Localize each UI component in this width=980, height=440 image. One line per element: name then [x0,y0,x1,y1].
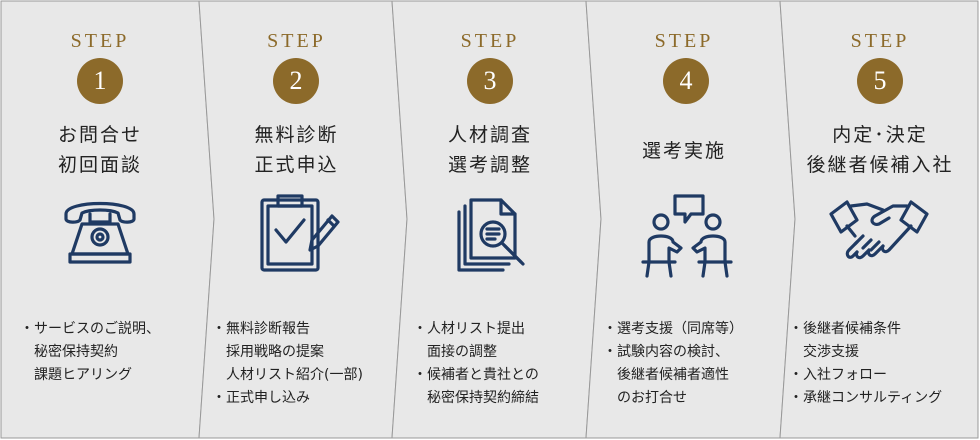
handshake-icon [829,200,929,260]
list-item: ・試験内容の検討、 [603,344,729,360]
step-number-badge: 1 [77,58,123,104]
step-2: STEP 2 無料診断 正式申込 ・無料診断報告 採用戦略の提案 人材リスト紹介… [200,0,393,440]
step-number-badge: 3 [467,58,513,104]
step-details: ・後継者候補条件 交渉支援 ・入社フォロー ・承継コンサルティング [789,318,942,410]
list-item: ・サービスのご説明、 [20,321,160,337]
list-item: 後継者候補者適性 [603,367,729,383]
document-search-icon [457,198,525,272]
step-title-line1: 内定･決定 [832,124,928,146]
list-item: のお打合せ [603,390,687,406]
step-title-line1: お問合せ [57,124,142,146]
step-5: STEP 5 内定･決定 後継者候補入社 ・後継者候補条件 交渉支援 ・ [781,0,979,440]
list-item: ・後継者候補条件 [789,321,901,337]
step-details: ・無料診断報告 採用戦略の提案 人材リスト紹介(一部) ・正式申し込み [212,318,363,410]
list-item: 課題ヒアリング [20,367,132,383]
list-item: 採用戦略の提案 [212,344,324,360]
list-item: ・入社フォロー [789,367,887,383]
list-item: 面接の調整 [413,344,497,360]
step-details: ・人材リスト提出 面接の調整 ・候補者と貴社との 秘密保持契約締結 [413,318,539,410]
step-label: STEP [654,30,714,52]
list-item: ・選考支援（同席等） [603,321,743,337]
step-title-line2: 後継者候補入社 [806,154,954,176]
step-title: お問合せ 初回面談 [0,120,200,180]
telephone-icon [64,201,136,264]
interview-icon [641,194,733,278]
step-title-line2: 初回面談 [57,154,142,176]
step-title-line2: 正式申込 [254,154,339,176]
step-details: ・選考支援（同席等） ・試験内容の検討、 後継者候補者適性 のお打合せ [603,318,743,410]
list-item: 秘密保持契約 [20,344,118,360]
step-title-line2: 選考調整 [447,154,532,176]
step-3: STEP 3 人材調査 選考調整 ・人材リスト提出 面接の調整 ・候補者と貴社と… [393,0,587,440]
step-number-badge: 2 [273,58,319,104]
list-item: 秘密保持契約締結 [413,390,539,406]
step-label: STEP [267,30,326,52]
step-details: ・サービスのご説明、 秘密保持契約 課題ヒアリング [20,318,160,387]
step-4: STEP 4 選考実施 ・選考支援（同席等） ・試験内容の検討、 後継者候補者適… [587,0,781,440]
step-title: 内定･決定 後継者候補入社 [781,120,979,180]
step-number-badge: 5 [857,58,903,104]
list-item: ・無料診断報告 [212,321,310,337]
list-item: ・承継コンサルティング [789,390,943,406]
step-label: STEP [850,30,910,52]
step-number-badge: 4 [663,58,709,104]
list-item: ・人材リスト提出 [413,321,525,337]
list-item: 人材リスト紹介(一部) [212,367,363,383]
step-title: 人材調査 選考調整 [393,120,587,180]
clipboard-check-icon [260,194,340,272]
list-item: ・候補者と貴社との [413,367,539,383]
step-title: 無料診断 正式申込 [200,120,393,180]
step-1: STEP 1 お問合せ 初回面談 ・サービスのご説明、 秘密保持契約 課題ヒアリ… [0,0,200,440]
step-title-line1: 人材調査 [447,124,532,146]
step-label: STEP [70,30,130,52]
step-label: STEP [460,30,520,52]
step-title-line1: 選考実施 [641,140,726,162]
step-title-line1: 無料診断 [254,124,339,146]
list-item: ・正式申し込み [212,390,310,406]
step-title: 選考実施 [587,136,781,166]
list-item: 交渉支援 [789,344,859,360]
